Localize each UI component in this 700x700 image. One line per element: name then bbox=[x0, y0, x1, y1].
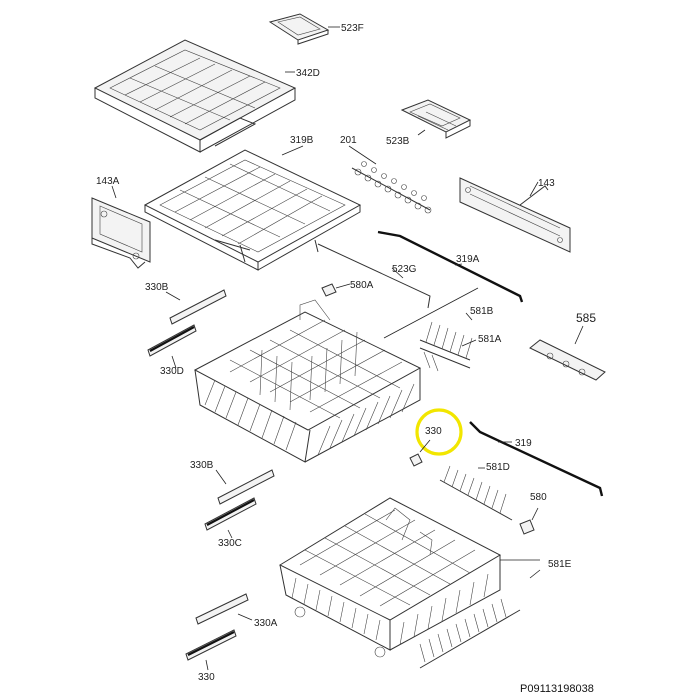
label-330-bottom: 330 bbox=[198, 672, 215, 683]
label-581B: 581B bbox=[470, 306, 494, 317]
label-330A: 330A bbox=[254, 618, 278, 629]
label-330B-top: 330B bbox=[145, 282, 169, 293]
part-581E-tines bbox=[419, 569, 541, 669]
part-319-rail bbox=[469, 421, 604, 497]
part-143A-bracket bbox=[91, 185, 151, 269]
highlight-circle bbox=[415, 408, 463, 456]
part-upper-basket bbox=[193, 299, 422, 463]
label-523B: 523B bbox=[386, 136, 410, 147]
label-342D: 342D bbox=[296, 68, 320, 79]
part-330A-bar bbox=[195, 593, 253, 625]
part-330B-middle-bar bbox=[215, 469, 275, 505]
label-523G: 523G bbox=[392, 264, 417, 275]
label-330B-mid: 330B bbox=[190, 460, 214, 471]
label-580A: 580A bbox=[350, 280, 374, 291]
part-330D-bar bbox=[147, 324, 197, 369]
part-330B-upper-bar bbox=[165, 289, 227, 325]
label-330C: 330C bbox=[218, 538, 242, 549]
part-319A-rail bbox=[377, 230, 524, 339]
part-lower-basket bbox=[278, 497, 540, 658]
part-523G-wire bbox=[314, 239, 431, 309]
part-330-bottom-bar bbox=[185, 629, 237, 671]
reference-number: P09113198038 bbox=[520, 683, 594, 695]
label-330-mid: 330 bbox=[425, 426, 442, 437]
label-319B: 319B bbox=[290, 135, 314, 146]
part-330-highlighted bbox=[409, 408, 463, 467]
label-201: 201 bbox=[340, 135, 357, 146]
label-319: 319 bbox=[515, 438, 532, 449]
label-581E: 581E bbox=[548, 559, 572, 570]
label-330D: 330D bbox=[160, 366, 184, 377]
part-342D-cutlery-tray bbox=[93, 39, 297, 153]
part-330C-bar bbox=[204, 497, 257, 539]
part-523B bbox=[400, 99, 472, 139]
part-581D-tines bbox=[439, 465, 513, 521]
part-201-wheel-strip bbox=[348, 145, 432, 214]
part-labels: 523F 342D 523B 201 319B 143A 143 523G 31… bbox=[96, 23, 596, 683]
label-581A: 581A bbox=[478, 334, 502, 345]
label-580: 580 bbox=[530, 492, 547, 503]
label-585: 585 bbox=[576, 311, 596, 325]
label-143: 143 bbox=[538, 178, 555, 189]
label-319A: 319A bbox=[456, 254, 480, 265]
part-580A bbox=[321, 283, 351, 297]
part-523F bbox=[268, 13, 340, 45]
part-143-rail bbox=[459, 177, 571, 253]
part-581B-581A-tines bbox=[419, 312, 477, 372]
part-585 bbox=[529, 325, 606, 381]
label-523F: 523F bbox=[341, 23, 364, 34]
label-581D: 581D bbox=[486, 462, 510, 473]
label-143A: 143A bbox=[96, 176, 120, 187]
part-580 bbox=[519, 507, 539, 535]
part-319B-upper-frame bbox=[143, 145, 362, 271]
